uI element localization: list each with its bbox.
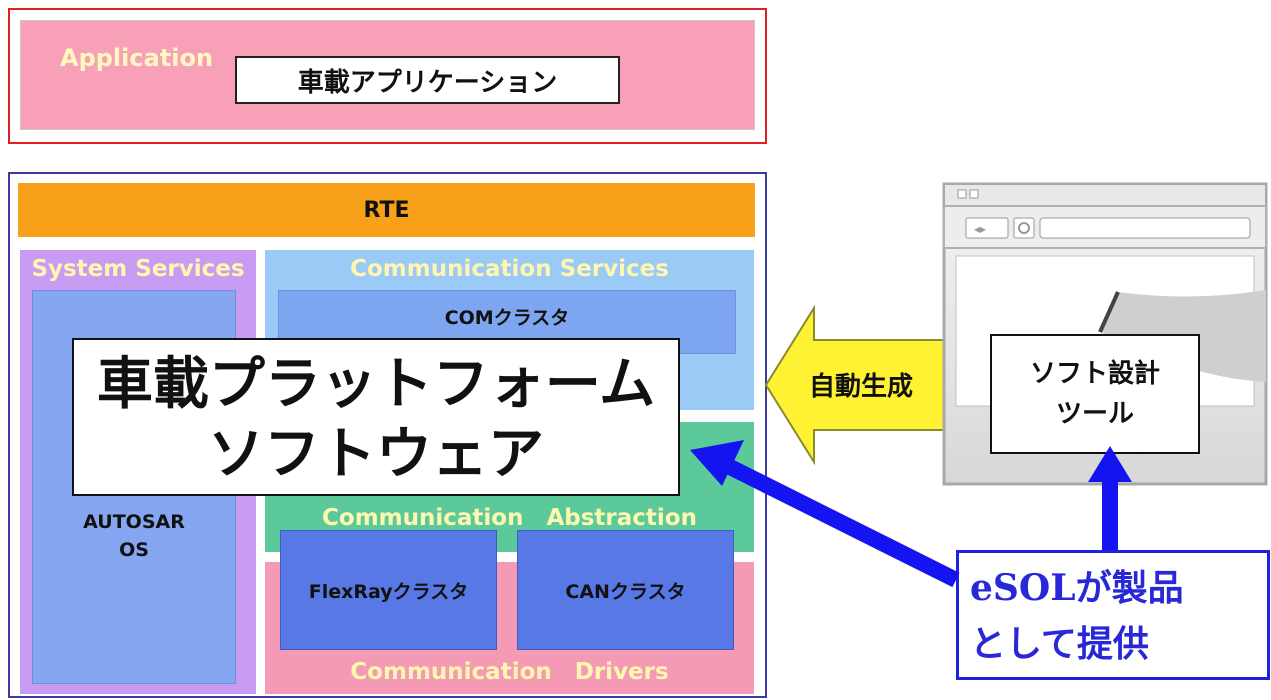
platform-software-line1: 車載プラットフォーム [96, 352, 656, 417]
communication-abstraction-label: Communication Abstraction [322, 505, 697, 531]
tool-line2: ツール [1055, 399, 1134, 429]
application-frame [8, 8, 767, 144]
communication-drivers-label: Communication Drivers [350, 659, 669, 685]
esol-provided-box [956, 550, 1270, 680]
auto-generation-label: 自動生成 [808, 372, 913, 402]
software-design-tool-box: ソフト設計 ツール [990, 334, 1200, 454]
esol-line2: として提供 [970, 623, 1149, 665]
svg-text:◂▸: ◂▸ [974, 222, 986, 236]
application-layer [20, 20, 755, 130]
can-cluster-block: CANクラスタ [517, 530, 734, 650]
platform-software-box: 車載プラットフォーム ソフトウェア [72, 338, 680, 496]
autosar-os-label: AUTOSAR OS [83, 511, 185, 561]
in-vehicle-application-box: 車載アプリケーション [235, 56, 620, 104]
rte-layer: RTE [18, 183, 755, 237]
communication-services-label: Communication Services [350, 256, 669, 282]
flexray-cluster-block: FlexRayクラスタ [280, 530, 497, 650]
platform-software-line2: ソフトウェア [208, 422, 544, 487]
esol-line1: eSOLが製品 [970, 567, 1184, 609]
system-services-label: System Services [31, 256, 245, 282]
tool-line1: ソフト設計 [1029, 359, 1160, 389]
esol-provided-text: eSOLが製品 として提供 [970, 560, 1260, 672]
application-label: Application [60, 44, 214, 72]
platform-stack-frame [8, 172, 767, 698]
